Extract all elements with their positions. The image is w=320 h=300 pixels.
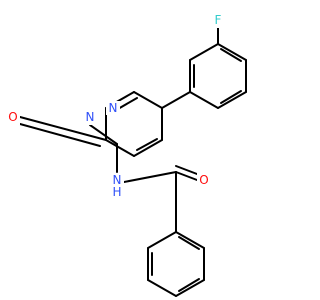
bond-fphenyl-3 [189,91,219,109]
bond-c-o [175,171,198,181]
bond-phenyl-6 [175,231,205,249]
amide-oxygen-label-bg [197,172,211,188]
molecule-structure: F O N N N H O [6,12,247,297]
ring-nitrogen-2-label-bg [106,101,120,115]
bond-fphenyl-1 [189,43,219,61]
bond-aryl-link [161,91,191,109]
bond-phenyl-3 [147,279,177,297]
fluorine-atom-label: F [215,13,222,27]
bond-pyr-5 [133,139,163,157]
bond-ring-carbonyl [19,116,107,141]
molecule-canvas: F O N N N H O [6,12,247,297]
bond-phenyl-double-3 [178,236,200,250]
bond-fphenyl-double-2 [220,90,242,104]
ring-nitrogen-1-label-bg [83,109,97,125]
bond-ring-carbonyl-double [19,123,101,147]
bond-pyr-4 [105,139,135,157]
bond-phenyl-double-2 [178,278,200,292]
bond-phenyl-1 [147,231,177,249]
ring-nitrogen-1-atom-label: N [86,110,95,124]
bond-pyr-1 [133,91,163,109]
amide-hydrogen-atom-label: H [112,185,121,199]
amide-nitrogen-atom-label: N [113,173,122,187]
bond-nh-c [123,171,177,183]
bond-c-o-double [175,165,198,175]
bond-phenyl-4 [175,279,205,297]
bond-n-ch2 [89,124,118,145]
bond-fphenyl-6 [217,43,247,61]
atom-label-layer: F O N N N H O [6,12,225,200]
ring-oxygen-atom-label: O [8,110,17,124]
amide-oxygen-atom-label: O [199,173,208,187]
bond-fphenyl-double-3 [220,48,242,62]
amide-nitrogen-label-bg [110,174,124,200]
fluorine-label-bg [211,12,225,28]
bond-layer [19,27,247,297]
bond-pyr-double-2 [136,138,158,151]
ring-oxygen-label-bg [6,109,20,125]
ring-nitrogen-2-atom-label: N [109,101,118,115]
bond-fphenyl-4 [217,91,247,109]
